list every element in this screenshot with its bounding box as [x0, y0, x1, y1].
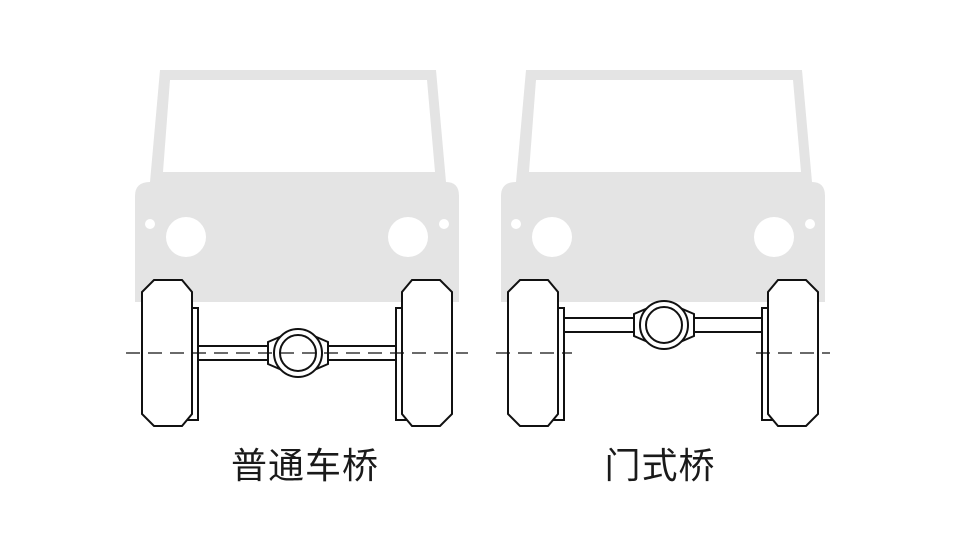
lower-body-left — [135, 182, 459, 302]
indicator-right-b — [805, 219, 815, 229]
headlight-left-a — [166, 217, 206, 257]
windshield-right — [529, 80, 801, 172]
portal-axle-figure — [496, 70, 830, 427]
tire-right-1 — [507, 279, 559, 427]
headlight-right-a — [532, 217, 572, 257]
tire-left-2 — [401, 279, 453, 427]
tire-left-1 — [141, 279, 193, 427]
headlight-right-b — [754, 217, 794, 257]
standard-axle-figure — [126, 70, 468, 427]
tire-right-2 — [767, 279, 819, 427]
headlight-left-b — [388, 217, 428, 257]
differential-right — [633, 300, 695, 350]
indicator-left-b — [439, 219, 449, 229]
windshield-left — [163, 80, 435, 172]
differential-left — [267, 328, 329, 378]
lower-body-right — [501, 182, 825, 302]
portal-axle-label: 门式桥 — [604, 446, 716, 487]
standard-axle-label: 普通车桥 — [230, 446, 379, 487]
indicator-left-a — [145, 219, 155, 229]
indicator-right-a — [511, 219, 521, 229]
